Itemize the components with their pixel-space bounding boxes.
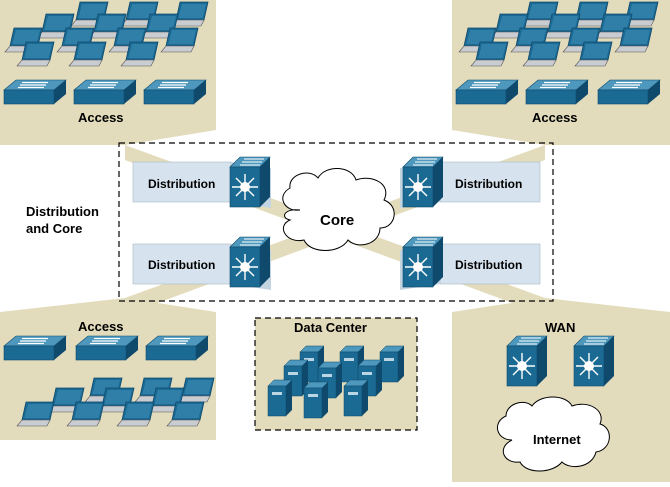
distribution-label: Distribution xyxy=(148,258,216,272)
distribution-label: Distribution xyxy=(455,258,523,272)
multilayer-switch-icon xyxy=(573,335,615,387)
core-label: Core xyxy=(320,212,355,229)
access-label-top-right: Access xyxy=(532,110,578,125)
multilayer-switch-icon xyxy=(402,236,444,288)
data-center-boundary xyxy=(254,317,418,431)
distribution-and-core-label-line1: Distribution xyxy=(26,204,99,219)
access-switch-group-bottom-left xyxy=(3,335,209,361)
distribution-and-core-label-line2: and Core xyxy=(26,221,83,236)
distribution-label: Distribution xyxy=(455,177,523,191)
cloud-icon xyxy=(282,168,395,251)
cloud-icon xyxy=(497,396,610,472)
multilayer-switch-icon xyxy=(229,156,271,208)
access-label-top-left: Access xyxy=(78,110,124,125)
multilayer-switch-icon xyxy=(229,236,271,288)
multilayer-switch-icon xyxy=(402,156,444,208)
multilayer-switch-icon xyxy=(506,335,548,387)
data-center-label: Data Center xyxy=(294,320,367,335)
internet-label: Internet xyxy=(533,432,581,447)
wan-label: WAN xyxy=(545,320,576,335)
access-switch-group-top-right xyxy=(455,79,661,105)
access-switch-group-top-left xyxy=(3,79,207,105)
access-label-bottom-left: Access xyxy=(78,319,124,334)
distribution-core-boundary xyxy=(118,142,554,302)
distribution-label: Distribution xyxy=(148,177,216,191)
